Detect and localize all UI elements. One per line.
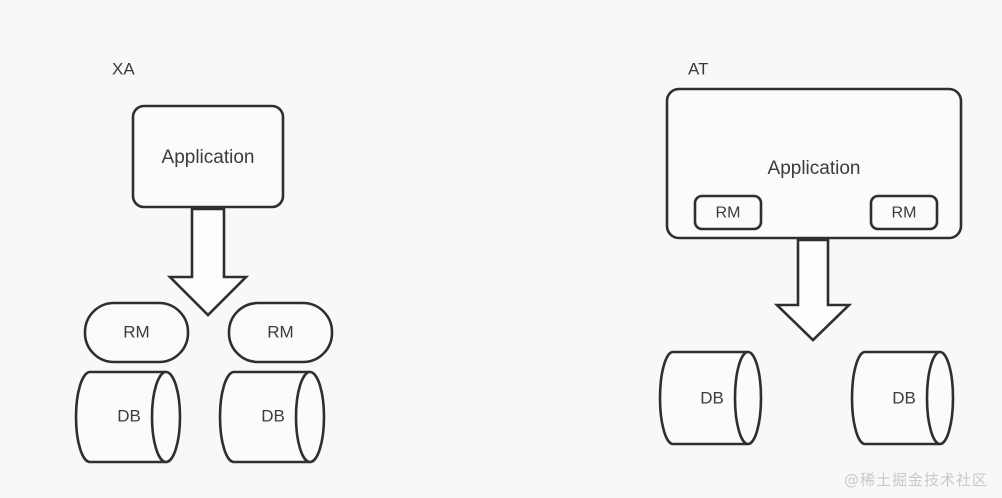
xa-db-2-label: DB [261, 406, 285, 425]
xa-rm-1-label: RM [123, 322, 149, 341]
xa-rm-2[interactable]: RM [227, 301, 334, 364]
xa-arrow-down-icon [166, 207, 250, 317]
xa-db-1[interactable]: DB [74, 370, 182, 464]
panel-at-label: AT [688, 59, 708, 78]
xa-rm-2-shape [227, 301, 334, 364]
at-db-2-label: DB [892, 388, 916, 407]
xa-db-2-cap [294, 370, 326, 464]
at-embedded-rm-2-shape [869, 194, 939, 231]
at-db-2-body [850, 350, 940, 446]
panel-at: AT Application RM RM DB [658, 59, 963, 446]
xa-rm-1[interactable]: RM [83, 301, 190, 364]
at-embedded-rm-1[interactable]: RM [693, 194, 763, 231]
xa-db-2[interactable]: DB [218, 370, 326, 464]
at-db-1-body [658, 350, 748, 446]
at-db-2-cap [925, 350, 955, 446]
xa-application-box[interactable]: Application [131, 104, 285, 209]
at-application-label: Application [768, 158, 861, 179]
xa-rm-1-shape [83, 301, 190, 364]
panel-xa-label: XA [112, 59, 135, 78]
at-embedded-rm-2-label: RM [892, 205, 917, 222]
at-db-1-cap [733, 350, 763, 446]
at-embedded-rm-2[interactable]: RM [869, 194, 939, 231]
xa-rm-2-label: RM [267, 322, 293, 341]
xa-db-1-body [74, 370, 166, 464]
panel-xa: XA Application RM RM DB [74, 59, 334, 464]
xa-application-rect [131, 104, 285, 209]
xa-application-label: Application [162, 147, 255, 168]
xa-db-1-label: DB [117, 406, 141, 425]
xa-db-1-cap [150, 370, 182, 464]
at-db-2[interactable]: DB [850, 350, 955, 446]
at-arrow-down-icon [773, 238, 853, 342]
watermark: @稀土掘金技术社区 [843, 471, 988, 489]
at-embedded-rm-1-label: RM [716, 205, 741, 222]
at-application-box[interactable]: Application RM RM [665, 87, 963, 240]
at-db-1-label: DB [700, 388, 724, 407]
xa-db-2-body [218, 370, 310, 464]
at-embedded-rm-1-shape [693, 194, 763, 231]
at-db-1[interactable]: DB [658, 350, 763, 446]
